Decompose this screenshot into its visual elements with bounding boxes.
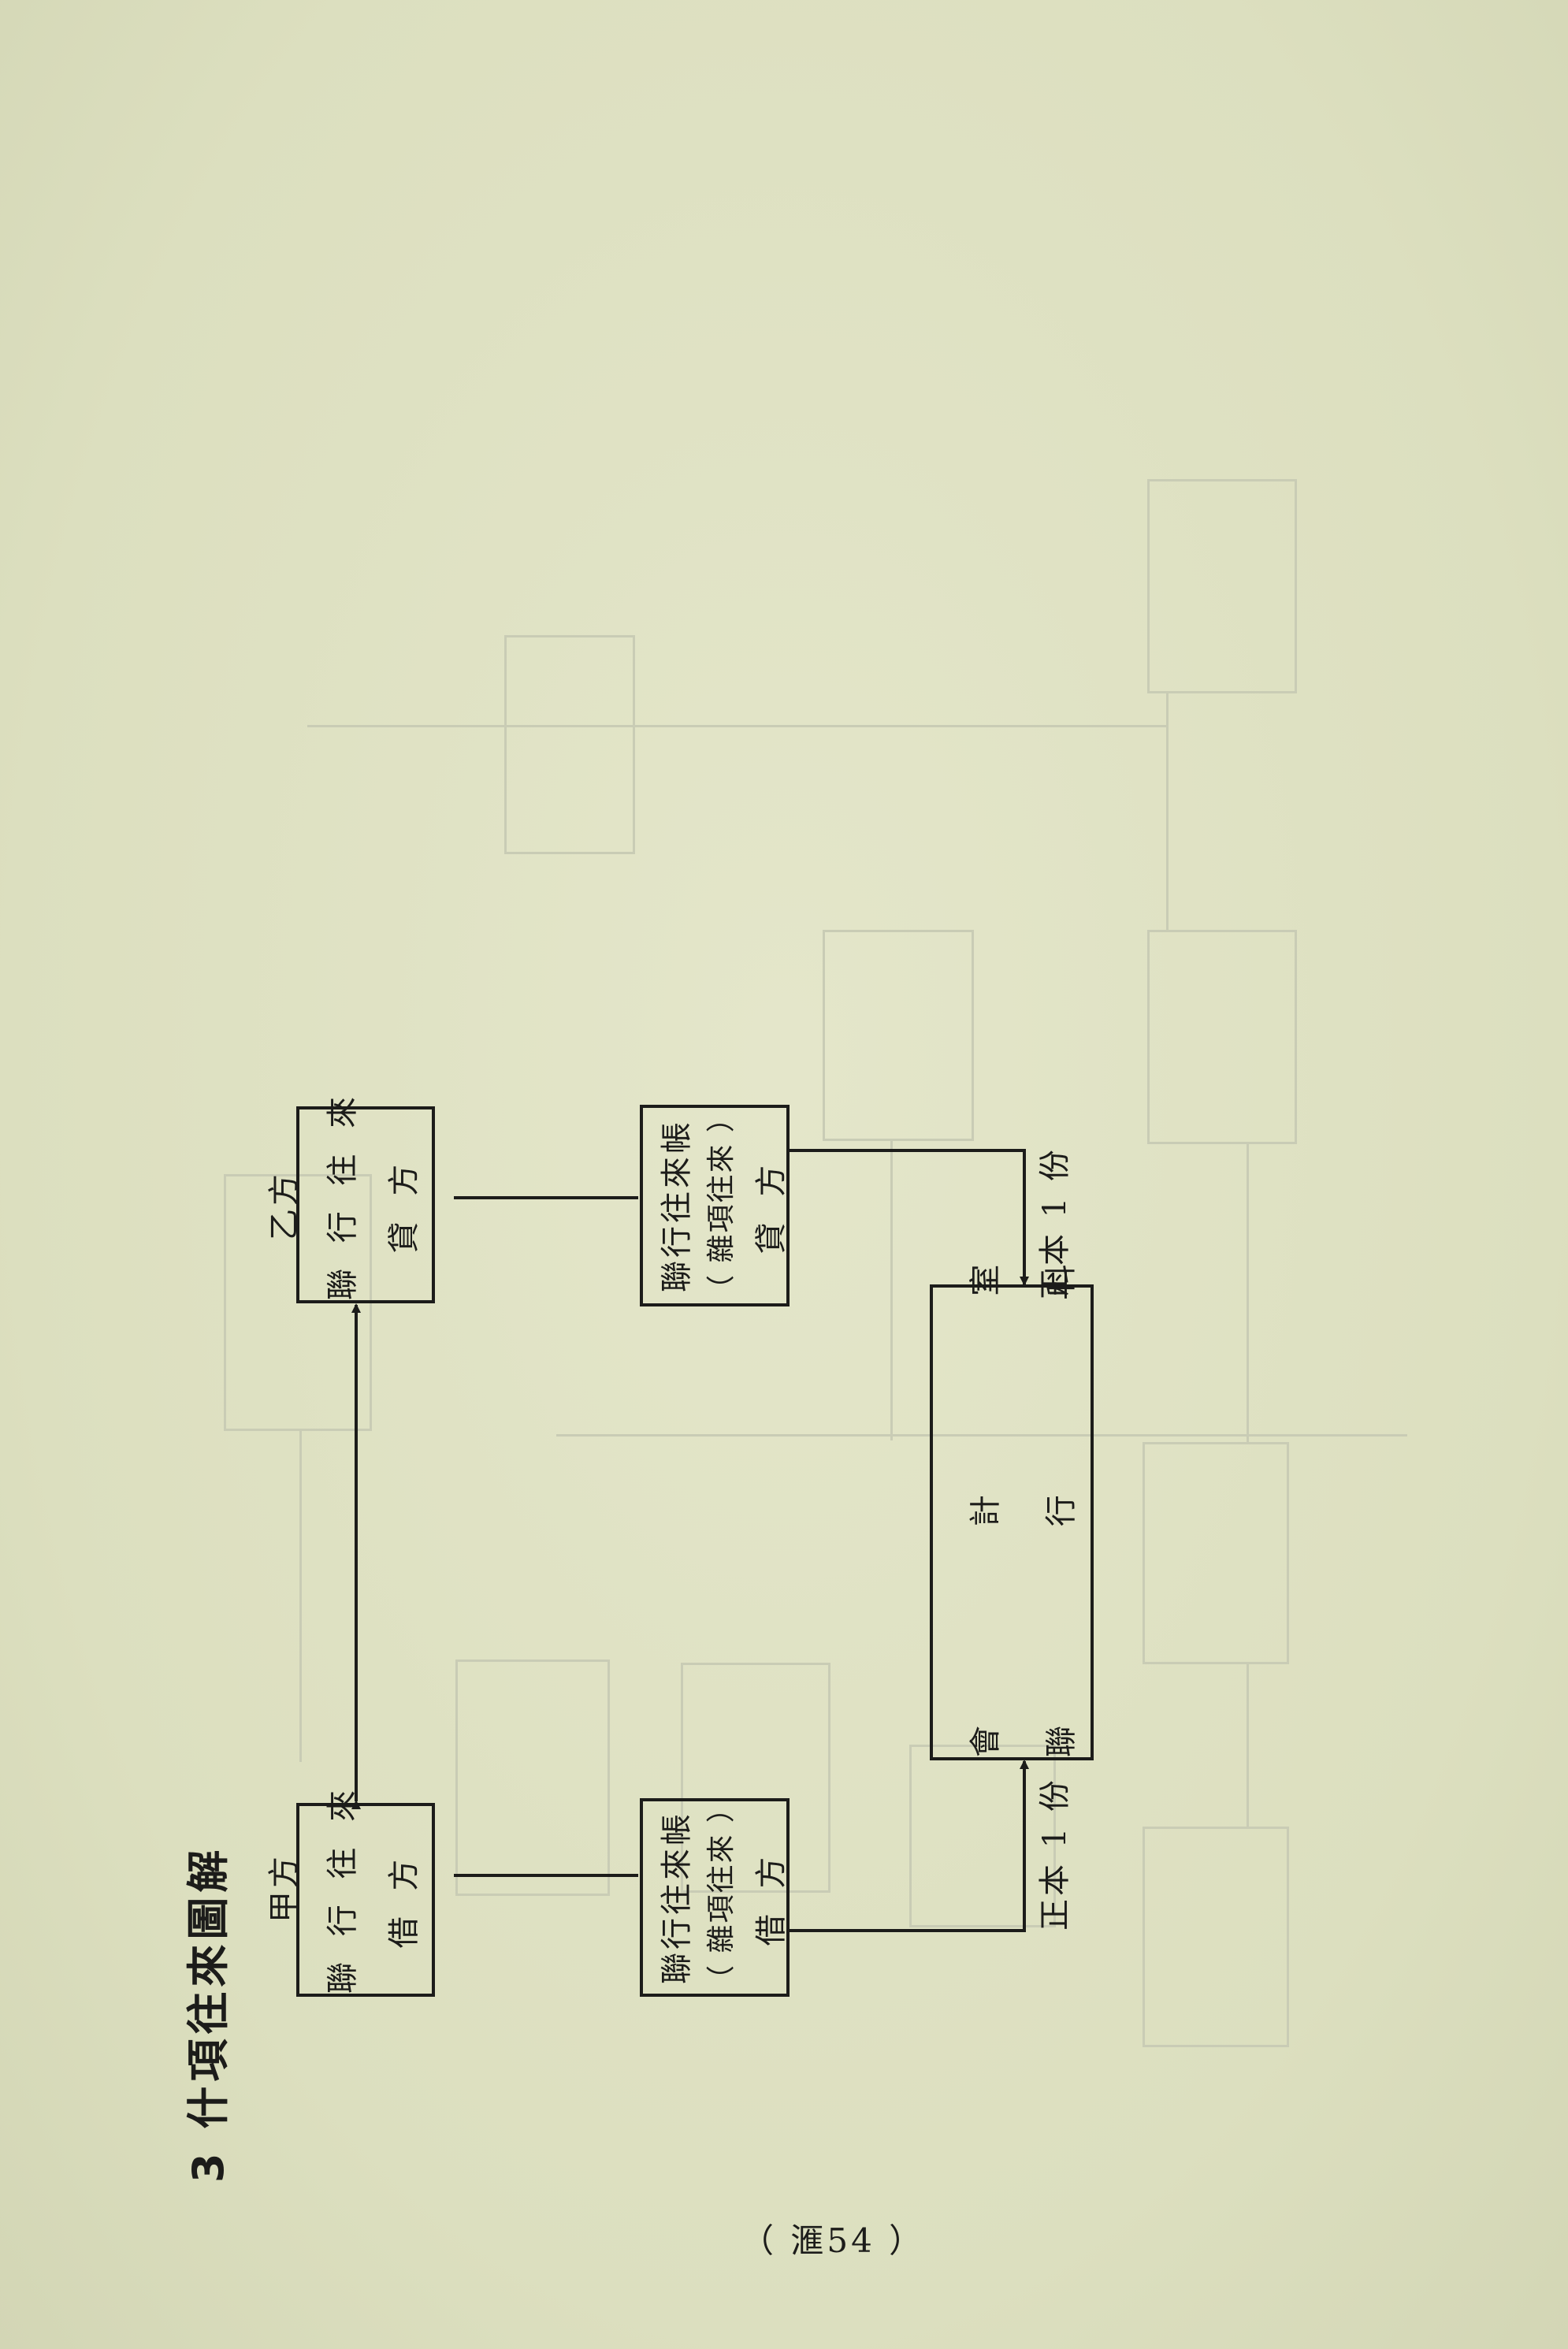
connector-lines xyxy=(351,1149,1029,1932)
box-a-ledger-debit: 聯行往來帳 （ 雜項往來 ） 借 方 xyxy=(640,1793,790,1997)
box-b-interbank-credit-line1: 聯 行 往 來 xyxy=(325,1088,361,1300)
box-a-ledger-debit-line3: 借 方 xyxy=(753,1849,790,1946)
box-accounting-office: 會 計 室 聯 行 科 xyxy=(930,1169,1094,1760)
box-b-ledger-credit-line2: （ 雜項往來 ） xyxy=(705,1102,738,1303)
box-a-ledger-debit-line2: （ 雜項往來 ） xyxy=(705,1793,738,1994)
box-a-ledger-debit-line1: 聯行往來帳 xyxy=(659,1811,695,1984)
arrow-a-ledger-to-accounting xyxy=(790,1760,1029,1932)
box-b-ledger-credit: 聯行往來帳 （ 雜項往來 ） 貸 方 xyxy=(640,1102,790,1306)
arrow-b-ledger-to-accounting xyxy=(790,1149,1029,1286)
box-a-interbank-debit-line1: 聯 行 往 來 xyxy=(325,1782,361,1994)
copy-a-label: 正本 1 份 xyxy=(1037,1777,1073,1931)
box-b-ledger-credit-line1: 聯行往來帳 xyxy=(659,1119,695,1292)
box-accounting-office-line1: 會 計 室 xyxy=(968,1169,1004,1757)
box-b-interbank-credit-line2: 貸 方 xyxy=(386,1156,422,1254)
box-a-interbank-debit-line2: 借 方 xyxy=(386,1851,422,1949)
rotated-diagram-frame: 3 什項往來圖解 甲方 乙方 聯 行 往 來 借 方 聯 行 往 xyxy=(142,158,1544,2301)
box-accounting-office-line2: 聯 行 科 xyxy=(1043,1169,1079,1757)
box-b-ledger-credit-line3: 貸 方 xyxy=(753,1157,790,1254)
box-b-interbank-credit: 聯 行 往 來 貸 方 xyxy=(296,1088,435,1303)
copy-b-label: 正本 1 份 xyxy=(1037,1147,1073,1300)
box-a-interbank-debit: 聯 行 往 來 借 方 xyxy=(296,1782,435,1997)
page-number: （ 滙54 ） xyxy=(741,2221,926,2260)
